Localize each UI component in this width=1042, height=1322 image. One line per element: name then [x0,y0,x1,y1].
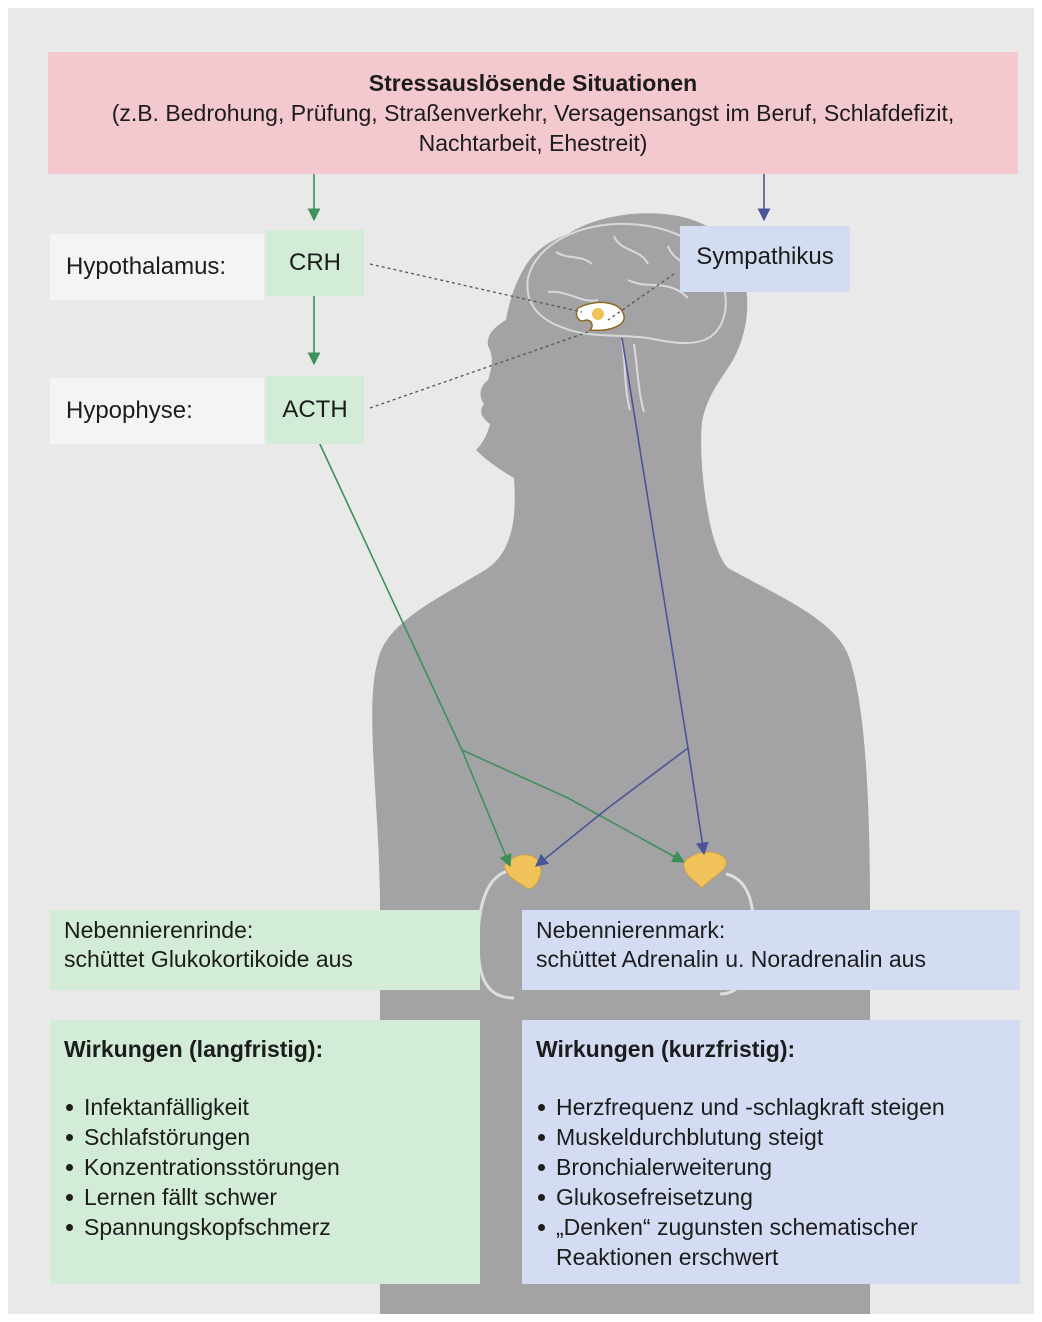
list-item: Konzentrationsstörungen [64,1152,480,1182]
sympathikus-box: Sympathikus [680,226,850,292]
wirkungen-langfristig-list: Infektanfälligkeit Schlafstörungen Konze… [64,1092,480,1242]
stress-examples-line1: (z.B. Bedrohung, Prüfung, Straßenverkehr… [48,98,1018,128]
list-item: Spannungskopfschmerz [64,1212,480,1242]
hypothalamus-label: Hypothalamus: [50,234,264,300]
stress-examples-line2: Nachtarbeit, Ehestreit) [48,128,1018,158]
hypophyse-label: Hypophyse: [50,378,264,444]
stress-diagram: Stressauslösende Situationen (z.B. Bedro… [8,8,1034,1314]
list-item-line: „Denken“ zugunsten schematischer [556,1212,1020,1242]
wirkungen-langfristig-box: Wirkungen (langfristig): Infektanfälligk… [50,1020,480,1284]
nebennierenrinde-box: Nebennierenrinde: schüttet Glukokortikoi… [50,910,480,990]
acth-box: ACTH [266,376,364,444]
nebennierenmark-box: Nebennierenmark: schüttet Adrenalin u. N… [522,910,1020,990]
list-item: Infektanfälligkeit [64,1092,480,1122]
list-item: Bronchialerweiterung [536,1152,1020,1182]
nebennierenmark-text: schüttet Adrenalin u. Noradrenalin aus [536,945,1020,974]
list-item: Glukosefreisetzung [536,1182,1020,1212]
wirkungen-kurzfristig-box: Wirkungen (kurzfristig): Herzfrequenz un… [522,1020,1020,1284]
nebennierenrinde-title: Nebennierenrinde: [64,916,480,945]
crh-box: CRH [266,230,364,296]
stress-title: Stressauslösende Situationen [48,68,1018,98]
list-item: Lernen fällt schwer [64,1182,480,1212]
wirkungen-kurzfristig-heading: Wirkungen (kurzfristig): [536,1034,1020,1064]
stress-situations-box: Stressauslösende Situationen (z.B. Bedro… [48,52,1018,174]
nebennierenrinde-text: schüttet Glukokortikoide aus [64,945,480,974]
list-item-line: Reaktionen erschwert [556,1242,1020,1272]
list-item: Schlafstörungen [64,1122,480,1152]
list-item: Herzfrequenz und -schlagkraft steigen [536,1092,1020,1122]
list-item: Muskeldurchblutung steigt [536,1122,1020,1152]
wirkungen-kurzfristig-list: Herzfrequenz und -schlagkraft steigen Mu… [536,1092,1020,1272]
list-item: „Denken“ zugunsten schematischer Reaktio… [536,1212,1020,1272]
nebennierenmark-title: Nebennierenmark: [536,916,1020,945]
wirkungen-langfristig-heading: Wirkungen (langfristig): [64,1034,480,1064]
